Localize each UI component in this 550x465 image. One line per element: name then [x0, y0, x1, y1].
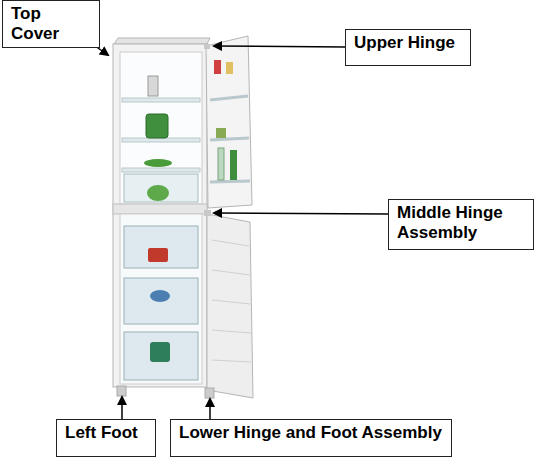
top-cover-part [114, 38, 210, 44]
cabinet-body [113, 44, 207, 387]
upper-hinge-part [204, 44, 210, 49]
freezer-drawer [124, 226, 198, 268]
callout-label: Upper Hinge [354, 33, 462, 53]
leader-arrow [214, 46, 345, 47]
door-item [226, 62, 233, 74]
fridge-door [206, 36, 252, 208]
leader-arrow [214, 213, 388, 214]
door-shelf [210, 138, 249, 140]
freezer-compartment [120, 214, 202, 384]
freezer-door [207, 214, 253, 398]
divider [113, 204, 207, 214]
door-item [214, 60, 221, 74]
door-item [216, 128, 226, 138]
door-shelf [210, 96, 248, 100]
callout-label: Middle Hinge Assembly [397, 203, 525, 243]
glass-shelf [122, 168, 200, 172]
callout-box: Upper Hinge [345, 29, 471, 66]
door-rib [212, 330, 251, 333]
lower-hinge-foot-part [205, 388, 214, 398]
door-shelf [210, 181, 250, 182]
blue-bowl [150, 290, 170, 302]
fridge-compartment [120, 52, 202, 204]
freezer-drawer [124, 332, 198, 380]
door-rib [212, 270, 250, 275]
callout-box: Lower Hinge and Foot Assembly [170, 419, 452, 457]
door-rib [212, 240, 249, 246]
leader-arrow [209, 399, 211, 419]
callout-box: Top Cover [2, 0, 100, 48]
left-foot-part [117, 386, 126, 396]
door-rib [212, 300, 250, 304]
melon [147, 185, 169, 201]
leader-arrow [121, 397, 123, 419]
callout-box: Middle Hinge Assembly [388, 199, 534, 250]
jar [148, 76, 158, 96]
middle-hinge-part [204, 210, 211, 216]
callout-label: Left Foot [65, 423, 147, 443]
crisper-drawer [124, 174, 198, 202]
red-bowl [148, 248, 168, 262]
cucumber [144, 159, 172, 167]
bottle [218, 148, 224, 180]
callout-box: Left Foot [56, 419, 156, 457]
glass-shelf [122, 98, 200, 102]
green-jar [146, 114, 168, 138]
bottle [230, 150, 237, 180]
glass-shelf [122, 138, 200, 142]
freezer-drawer [124, 278, 198, 324]
door-rib [212, 360, 251, 362]
callout-label: Lower Hinge and Foot Assembly [179, 423, 443, 443]
callout-label: Top Cover [11, 4, 91, 44]
green-container [150, 342, 170, 362]
